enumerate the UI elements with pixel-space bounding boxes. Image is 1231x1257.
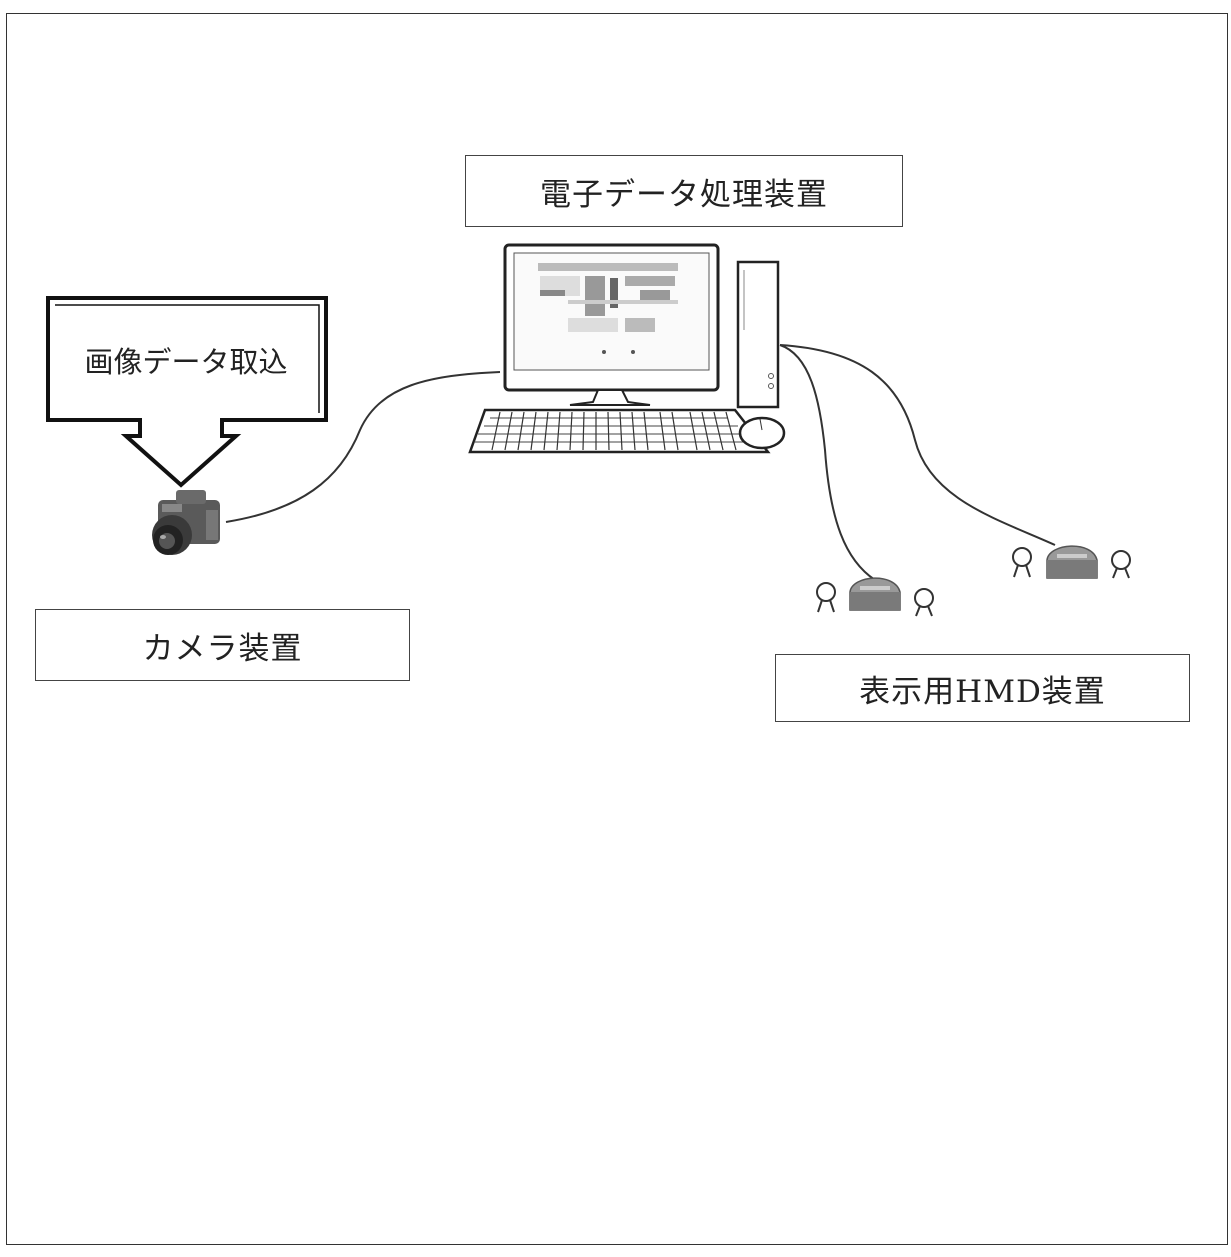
camera-cable — [225, 371, 501, 523]
hmd-device-label: 表示用HMD装置 — [775, 654, 1190, 722]
camera-device-label: カメラ装置 — [35, 609, 410, 681]
hmd-cable-1 — [779, 344, 876, 581]
desktop-computer-icon — [468, 243, 786, 454]
edp-device-label: 電子データ処理装置 — [465, 155, 903, 227]
diagram-frame — [6, 13, 1228, 1245]
vr-headset-icon-1 — [816, 577, 934, 617]
vr-headset-icon-2 — [1012, 545, 1131, 579]
camera-icon — [152, 490, 220, 555]
hmd-cable-2 — [779, 344, 1056, 546]
image-import-label: 画像データ取込 — [84, 345, 288, 379]
image-import-callout — [46, 296, 328, 488]
